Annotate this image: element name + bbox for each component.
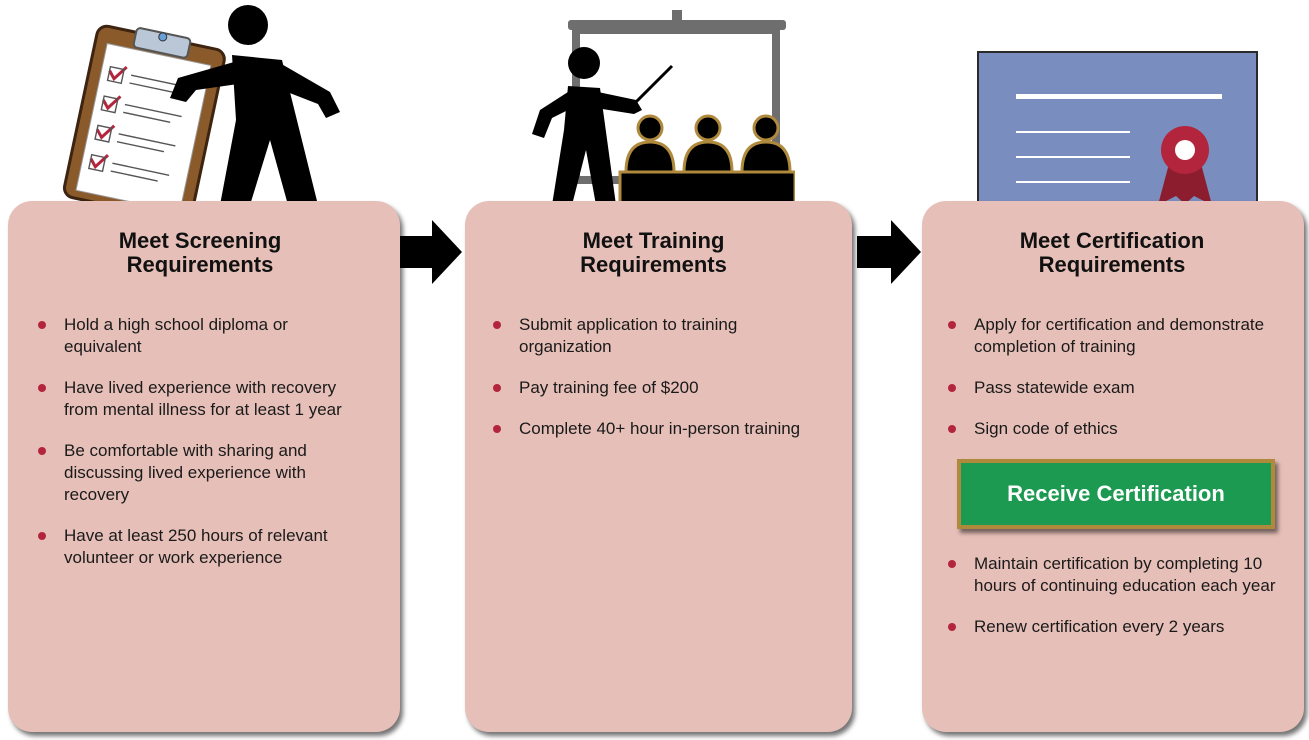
flow-arrow-icon bbox=[857, 220, 921, 284]
panel-title-line2: Requirements bbox=[126, 252, 274, 277]
list-item: Be comfortable with sharing and discussi… bbox=[30, 440, 370, 506]
list-item: Hold a high school diploma or equivalent bbox=[30, 314, 370, 358]
panel-title-line2: Requirements bbox=[1038, 252, 1186, 277]
requirements-list: Apply for certification and demonstrate … bbox=[940, 314, 1284, 440]
list-item: Have at least 250 hours of relevant volu… bbox=[30, 525, 370, 569]
requirements-list: Submit application to training organizat… bbox=[485, 314, 822, 440]
presenter-classroom-icon bbox=[532, 10, 795, 205]
panel-title: Meet Screening Requirements bbox=[30, 229, 370, 277]
list-item: Pass statewide exam bbox=[940, 377, 1284, 399]
list-item: Maintain certification by completing 10 … bbox=[940, 553, 1284, 597]
certification-requirements-panel: Meet Certification Requirements Apply fo… bbox=[922, 201, 1304, 732]
list-item: Have lived experience with recovery from… bbox=[30, 377, 370, 421]
screening-requirements-panel: Meet Screening Requirements Hold a high … bbox=[8, 201, 400, 732]
certificate-ribbon-icon bbox=[977, 51, 1258, 205]
list-item: Sign code of ethics bbox=[940, 418, 1284, 440]
list-item: Complete 40+ hour in-person training bbox=[485, 418, 822, 440]
list-item: Pay training fee of $200 bbox=[485, 377, 822, 399]
clipboard-checklist-person-icon bbox=[62, 5, 340, 205]
list-item: Renew certification every 2 years bbox=[940, 616, 1284, 638]
panel-title-line1: Meet Screening bbox=[118, 228, 282, 253]
panel-title-line1: Meet Training bbox=[582, 228, 725, 253]
panel-title: Meet Certification Requirements bbox=[940, 229, 1284, 277]
list-item: Apply for certification and demonstrate … bbox=[940, 314, 1284, 358]
training-requirements-panel: Meet Training Requirements Submit applic… bbox=[465, 201, 852, 732]
panel-title-line1: Meet Certification bbox=[1019, 228, 1205, 253]
panel-title: Meet Training Requirements bbox=[485, 229, 822, 277]
requirements-list: Maintain certification by completing 10 … bbox=[940, 553, 1284, 638]
flow-arrow-icon bbox=[398, 220, 462, 284]
list-item: Submit application to training organizat… bbox=[485, 314, 822, 358]
requirements-list: Hold a high school diploma or equivalent… bbox=[30, 314, 370, 569]
receive-certification-button[interactable]: Receive Certification bbox=[957, 459, 1275, 529]
panel-title-line2: Requirements bbox=[580, 252, 727, 277]
